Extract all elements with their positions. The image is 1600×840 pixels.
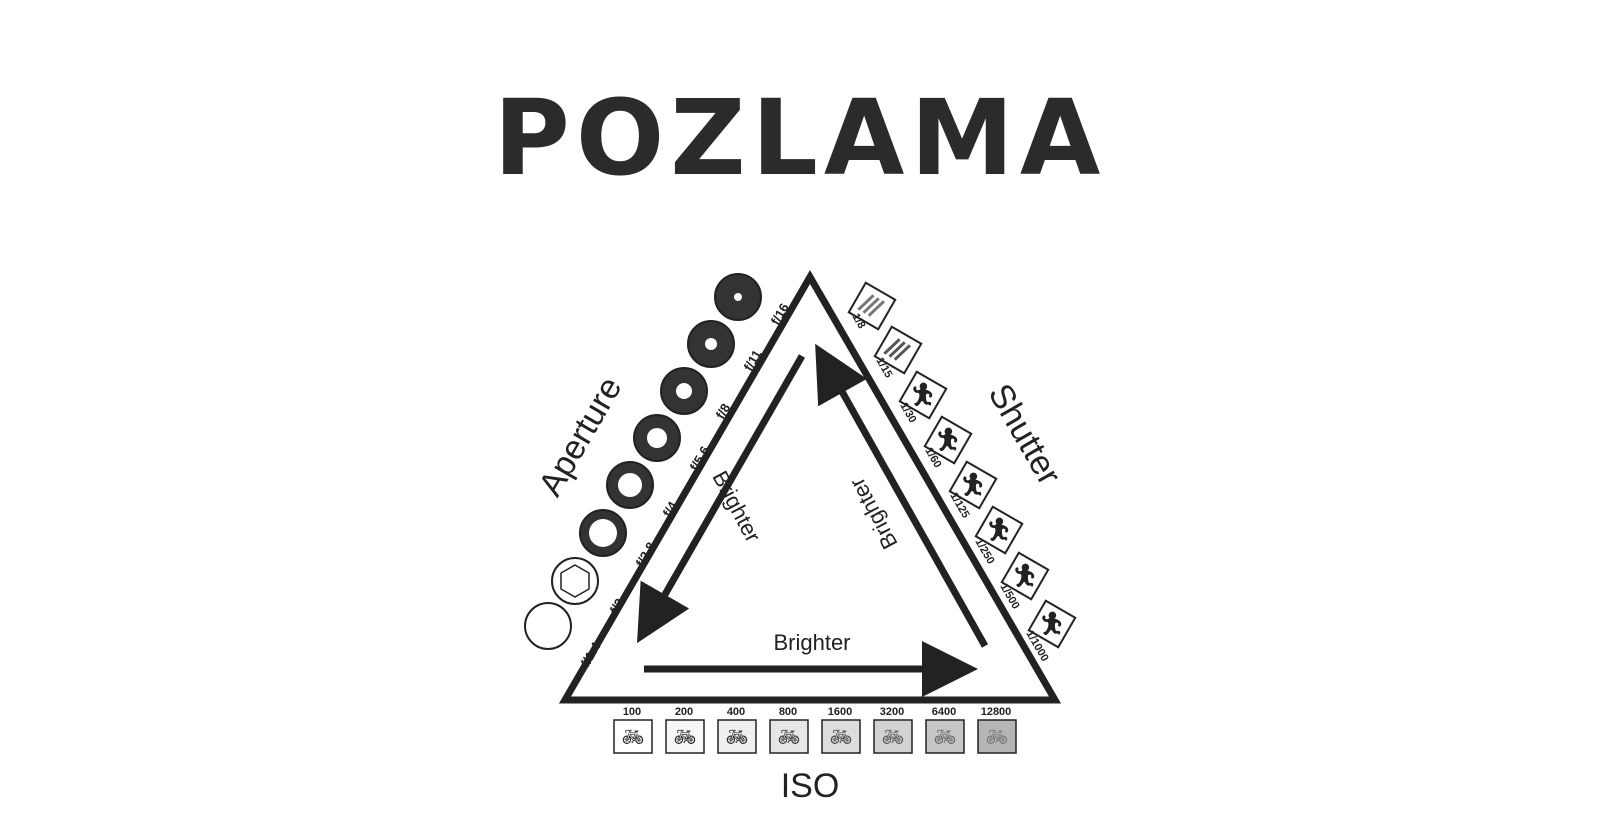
blur-streaks xyxy=(857,294,885,317)
bicycle-glyph: 🚲︎ xyxy=(726,727,749,748)
aperture-opening xyxy=(560,564,590,598)
running-figure-icon xyxy=(974,505,1024,555)
aperture-opening xyxy=(589,519,617,547)
bicycle-icon xyxy=(717,719,757,754)
aperture-stop: f/2.8 xyxy=(579,509,659,570)
iso-label: ISO xyxy=(781,767,840,805)
aperture-opening xyxy=(647,428,667,448)
aperture-stop: f/16 xyxy=(714,273,792,328)
aperture-opening xyxy=(676,383,692,399)
aperture-stop: f/5.6 xyxy=(633,414,713,474)
aperture-stop-label: f/2 xyxy=(607,596,628,617)
iso-value: 100 🚲︎ xyxy=(613,706,653,754)
running-figure-icon xyxy=(1027,599,1077,649)
iso-value-label: 1600 xyxy=(828,706,852,718)
aperture-stop: f/11 xyxy=(687,320,765,374)
iso-value: 800 🚲︎ xyxy=(769,706,809,754)
aperture-stop: f/8 xyxy=(660,367,734,422)
bicycle-glyph: 🚲︎ xyxy=(986,727,1009,748)
page-title: POZLAMA xyxy=(493,77,1107,199)
aperture-stop: f/4 xyxy=(606,461,681,520)
bicycle-glyph: 🚲︎ xyxy=(882,727,905,748)
iso-value-label: 3200 xyxy=(880,706,904,718)
bicycle-glyph: 🚲︎ xyxy=(778,727,801,748)
aperture-stop: f/1.4 xyxy=(524,602,604,670)
bicycle-icon xyxy=(613,719,653,754)
aperture-opening xyxy=(618,473,642,497)
iso-value-label: 400 xyxy=(727,706,745,718)
shutter-speed xyxy=(847,281,897,331)
running-figure-icon xyxy=(923,415,973,465)
iso-values: 100 🚲︎ 200 🚲︎ 400 🚲︎ 800 🚲︎ 1600 🚲︎ 3200 xyxy=(613,706,1017,754)
aperture-stop-label: f/11 xyxy=(741,347,765,373)
running-figure-icon xyxy=(1000,551,1050,601)
iso-value-label: 100 xyxy=(623,706,641,718)
aperture-stop-label: f/8 xyxy=(713,401,734,422)
shutter-label: Shutter xyxy=(981,378,1069,492)
bicycle-glyph: 🚲︎ xyxy=(830,727,853,748)
bicycle-icon xyxy=(873,719,913,754)
bicycle-glyph: 🚲︎ xyxy=(622,727,645,748)
iso-value: 400 🚲︎ xyxy=(717,706,757,754)
bottom-brighter-label: Brighter xyxy=(773,630,850,655)
iso-value: 200 🚲︎ xyxy=(665,706,705,754)
iso-value-label: 12800 xyxy=(981,706,1012,718)
bicycle-icon xyxy=(977,719,1017,754)
aperture-stops: f/1.4 f/2 f/2.8 f/4 f/5.6 f/8 xyxy=(524,273,792,670)
aperture-blade-icon xyxy=(524,602,572,650)
aperture-opening xyxy=(734,293,742,301)
aperture-stop-label: f/16 xyxy=(768,301,792,328)
bicycle-icon xyxy=(821,719,861,754)
bicycle-icon xyxy=(769,719,809,754)
bicycle-icon xyxy=(665,719,705,754)
iso-value: 6400 🚲︎ xyxy=(925,706,965,754)
aperture-stop: f/2 xyxy=(551,557,628,617)
bicycle-icon xyxy=(925,719,965,754)
iso-value: 3200 🚲︎ xyxy=(873,706,913,754)
shutter-speed: 🏃︎ xyxy=(948,460,998,510)
aperture-opening xyxy=(705,338,717,350)
iso-value-label: 200 xyxy=(675,706,693,718)
bicycle-glyph: 🚲︎ xyxy=(934,727,957,748)
bicycle-glyph: 🚲︎ xyxy=(674,727,697,748)
running-figure-icon xyxy=(948,460,998,510)
exposure-triangle xyxy=(558,270,1062,704)
left-brighter-arrow xyxy=(637,354,806,644)
iso-value-label: 800 xyxy=(779,706,797,718)
iso-value: 1600 🚲︎ xyxy=(821,706,861,754)
iso-value: 12800 🚲︎ xyxy=(977,706,1017,754)
blur-streaks xyxy=(883,338,911,361)
shutter-speed xyxy=(873,325,923,375)
right-brighter-arrow xyxy=(815,343,989,648)
running-figure-icon xyxy=(898,370,948,420)
iso-value-label: 6400 xyxy=(932,706,956,718)
